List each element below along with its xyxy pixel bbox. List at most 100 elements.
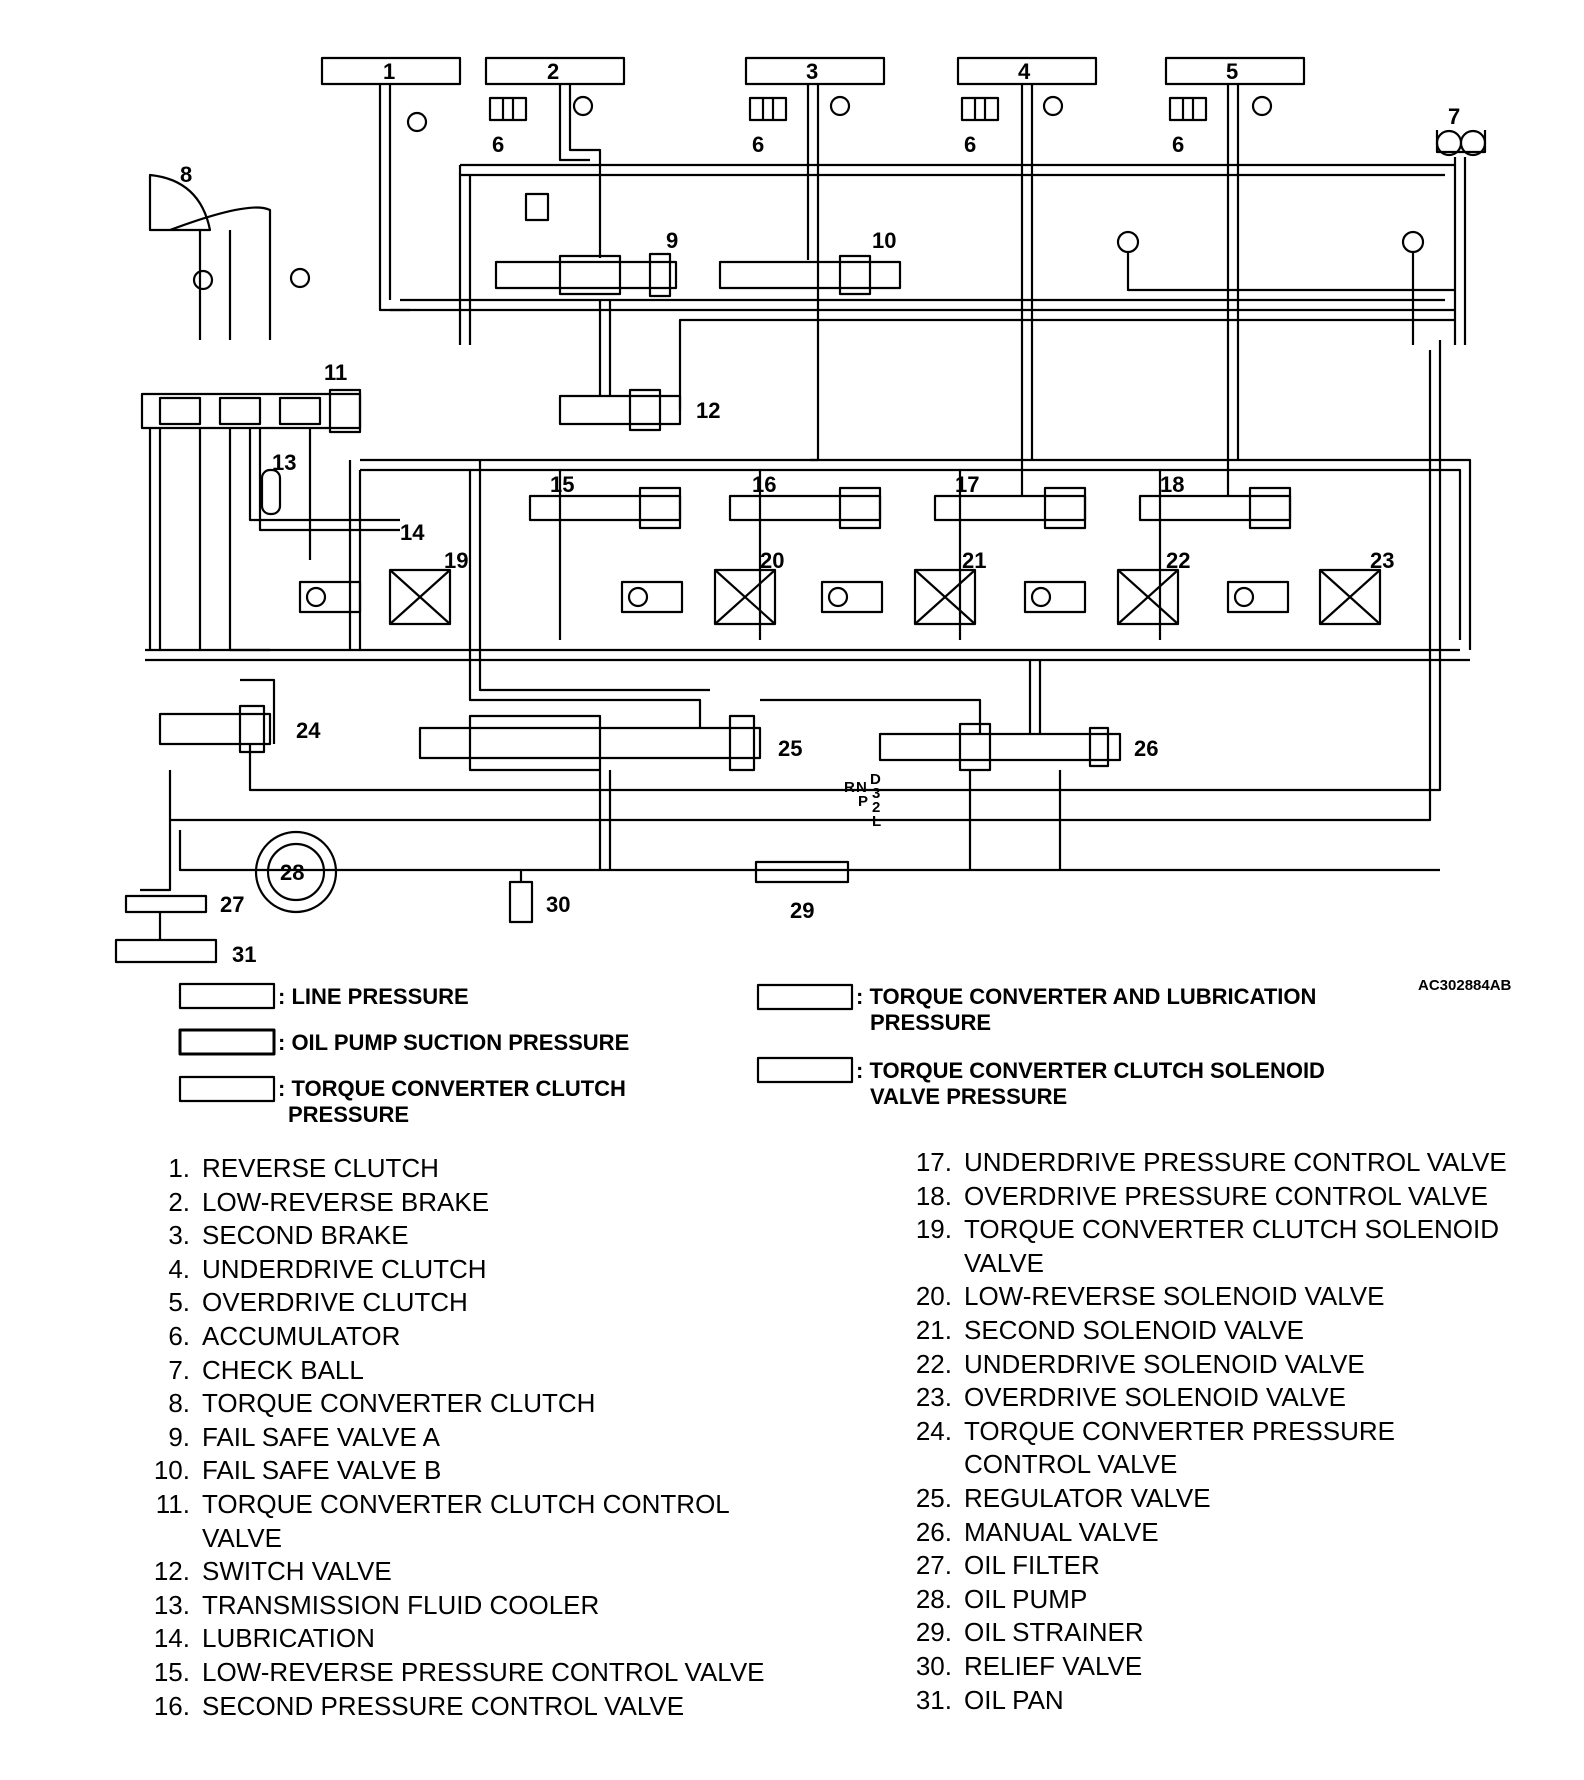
- fail-safe-valve-b: [718, 254, 902, 296]
- reference-code: AC302884AB: [1418, 977, 1512, 994]
- callout-9: 9: [666, 228, 678, 253]
- callout-6d: 6: [1172, 132, 1184, 157]
- list-item: 19.TORQUE CONVERTER CLUTCH SOLENOID: [915, 1214, 1500, 1245]
- callout-26: 26: [1134, 736, 1158, 761]
- callout-8: 8: [180, 162, 192, 187]
- fluid-cooler-symbol: [260, 468, 282, 516]
- list-item: 16.SECOND PRESSURE CONTROL VALVE: [153, 1690, 685, 1721]
- legend-swatch-line-pressure: [178, 982, 276, 1010]
- list-item: 1.REVERSE CLUTCH: [168, 1153, 439, 1183]
- callout-14: 14: [400, 520, 425, 545]
- hydraulic-circuit-diagram: 1 2 3 4 5 6 6 6 6 7 8 9 10 11 12 13 14 1…: [114, 56, 1512, 1127]
- list-item: 21.SECOND SOLENOID VALVE: [915, 1314, 1305, 1345]
- callout-29: 29: [790, 898, 814, 923]
- callout-2: 2: [547, 59, 559, 84]
- callout-25: 25: [778, 736, 802, 761]
- callout-21: 21: [962, 548, 986, 573]
- list-item: 22.UNDERDRIVE SOLENOID VALVE: [915, 1348, 1365, 1379]
- list-item: 29.OIL STRAINER: [915, 1617, 1144, 1648]
- list-item: 8.TORQUE CONVERTER CLUTCH: [168, 1388, 596, 1419]
- list-item-continuation: CONTROL VALVE: [964, 1449, 1178, 1480]
- callout-24: 24: [296, 718, 321, 743]
- check-ball-7-symbol: [1435, 129, 1487, 157]
- parts-list-right: 17.UNDERDRIVE PRESSURE CONTROL VALVE 18.…: [894, 1146, 1507, 1717]
- callout-1: 1: [383, 59, 395, 84]
- pressure-control-valve-row: [528, 486, 1292, 530]
- legend-tcc-solenoid-line2: VALVE PRESSURE: [870, 1084, 1067, 1109]
- low-reverse-brake-box: [484, 56, 626, 86]
- list-item-continuation: VALVE: [964, 1247, 1044, 1278]
- callout-15: 15: [550, 472, 574, 497]
- gear-label-r: R: [844, 779, 855, 796]
- callout-18: 18: [1160, 472, 1184, 497]
- oil-pump-symbol: [254, 830, 338, 914]
- oil-filter-symbol: [124, 894, 208, 914]
- list-item: 30.RELIEF VALVE: [915, 1650, 1143, 1681]
- solenoid-valve-row: [620, 568, 1382, 626]
- legend-tc-lubrication-line1: : TORQUE CONVERTER AND LUBRICATION: [856, 984, 1316, 1009]
- accumulator-symbol: [488, 96, 1208, 122]
- regulator-valve: [418, 714, 762, 772]
- oil-pan-symbol: [114, 938, 218, 964]
- legend-swatch-tc-lubrication: [756, 983, 854, 1011]
- overdrive-clutch-box: [1164, 56, 1306, 86]
- manual-valve: [878, 722, 1122, 772]
- callout-4: 4: [1018, 59, 1031, 84]
- parts-list-left: 1.REVERSE CLUTCH 2.LOW-REVERSE BRAKE 3.S…: [140, 1152, 765, 1723]
- pressure-gauge-symbol: [192, 95, 1273, 291]
- legend-swatch-tcc-solenoid: [756, 1056, 854, 1084]
- legend-oil-pump-suction: : OIL PUMP SUCTION PRESSURE: [278, 1030, 629, 1055]
- callout-6b: 6: [752, 132, 764, 157]
- fail-safe-valve-a: [494, 252, 678, 298]
- legend-tcc-solenoid-line1: : TORQUE CONVERTER CLUTCH SOLENOID: [856, 1058, 1325, 1083]
- list-item: 26.MANUAL VALVE: [915, 1516, 1159, 1547]
- legend-swatch-tcc-pressure: [178, 1075, 276, 1103]
- tcc-control-valve-body: [140, 388, 362, 434]
- gear-label-l: L: [872, 813, 881, 830]
- callout-7: 7: [1448, 104, 1460, 129]
- list-item: 5.OVERDRIVE CLUTCH: [168, 1287, 468, 1318]
- list-item: 7.CHECK BALL: [168, 1354, 364, 1385]
- list-item: 10.FAIL SAFE VALVE B: [153, 1455, 442, 1486]
- callout-11: 11: [324, 360, 347, 385]
- legend-swatch-oil-pump-suction: [178, 1028, 276, 1056]
- tc-pressure-control-valve: [158, 704, 272, 754]
- callout-16: 16: [752, 472, 776, 497]
- list-item: 6.ACCUMULATOR: [168, 1320, 401, 1351]
- callout-17: 17: [955, 472, 979, 497]
- solenoid-valve-19: [298, 568, 452, 626]
- list-item: 27.OIL FILTER: [915, 1550, 1100, 1581]
- switch-valve: [558, 388, 682, 432]
- list-item: 4.UNDERDRIVE CLUTCH: [168, 1253, 487, 1284]
- callout-30: 30: [546, 892, 570, 917]
- callout-19: 19: [444, 548, 468, 573]
- list-item: 3.SECOND BRAKE: [168, 1220, 409, 1251]
- list-item: 15.LOW-REVERSE PRESSURE CONTROL VALVE: [153, 1656, 765, 1687]
- gear-label-2: 2: [872, 799, 880, 816]
- list-item: 20.LOW-REVERSE SOLENOID VALVE: [915, 1281, 1385, 1312]
- list-item: 13.TRANSMISSION FLUID COOLER: [153, 1589, 600, 1620]
- relief-valve-symbol: [508, 880, 534, 924]
- list-item: 23.OVERDRIVE SOLENOID VALVE: [915, 1382, 1346, 1413]
- legend-tcc-pressure-line1: : TORQUE CONVERTER CLUTCH: [278, 1076, 626, 1101]
- list-item-continuation: VALVE: [202, 1522, 282, 1553]
- callout-22: 22: [1166, 548, 1190, 573]
- callout-28: 28: [280, 860, 304, 885]
- list-item: 24.TORQUE CONVERTER PRESSURE: [915, 1415, 1396, 1446]
- list-item: 9.FAIL SAFE VALVE A: [168, 1421, 440, 1452]
- list-item: 31.OIL PAN: [915, 1684, 1064, 1715]
- legend-tc-lubrication-line2: PRESSURE: [870, 1010, 991, 1035]
- list-item: 28.OIL PUMP: [915, 1583, 1088, 1614]
- list-item: 12.SWITCH VALVE: [153, 1556, 392, 1587]
- underdrive-clutch-box: [956, 56, 1098, 86]
- callout-13: 13: [272, 450, 296, 475]
- gear-label-p: P: [858, 793, 868, 810]
- oil-strainer-symbol: [754, 860, 850, 884]
- callout-27: 27: [220, 892, 244, 917]
- gear-label-3: 3: [872, 785, 880, 802]
- callout-6c: 6: [964, 132, 976, 157]
- callout-10: 10: [872, 228, 896, 253]
- callout-23: 23: [1370, 548, 1394, 573]
- callout-5: 5: [1226, 59, 1238, 84]
- callout-6a: 6: [492, 132, 504, 157]
